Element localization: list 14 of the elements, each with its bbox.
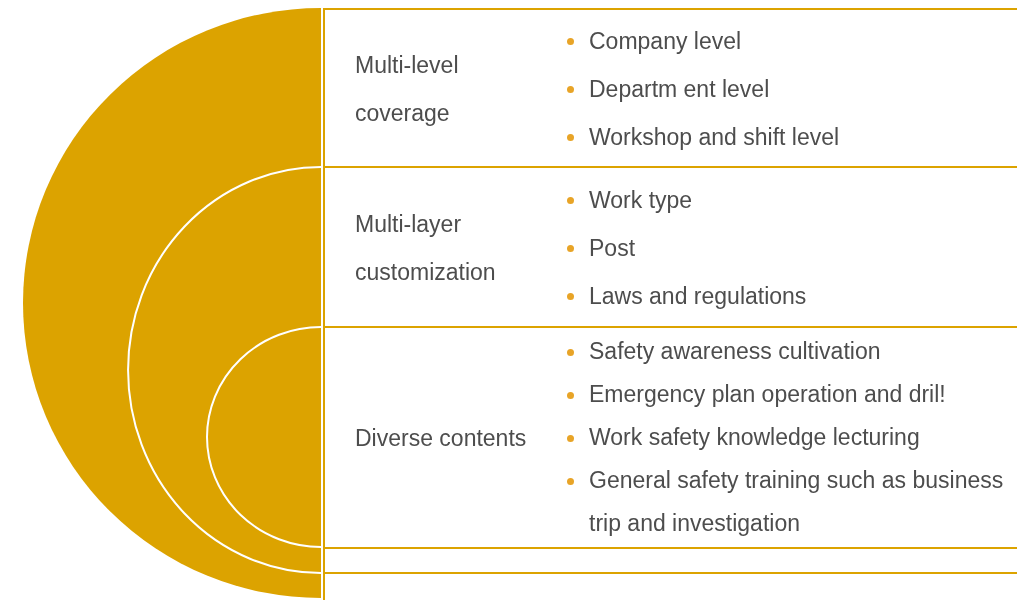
row-heading: Diverse contents (354, 423, 528, 453)
bullet-item: Laws and regulations (565, 272, 1017, 320)
bullet-item: Company level (565, 17, 1017, 65)
bullet-item: Post (565, 224, 1017, 272)
bullet-item: Emergency plan operation and dril! (565, 373, 1017, 416)
bullet-item: Safety awareness cultivation (565, 330, 1017, 373)
bullet-item: Workshop and shift level (565, 113, 1017, 161)
row-heading: Multi-level coverage (354, 51, 460, 128)
bullet-item: Departm ent level (565, 65, 1017, 113)
row-panel (324, 326, 1017, 549)
bullet-item: Work type (565, 176, 1017, 224)
bullet-item: Work safety knowledge lecturing (565, 416, 1017, 459)
bullet-item: General safety training such as business trip and investigation (565, 459, 1017, 545)
row-heading: Multi-layer customization (354, 210, 497, 287)
